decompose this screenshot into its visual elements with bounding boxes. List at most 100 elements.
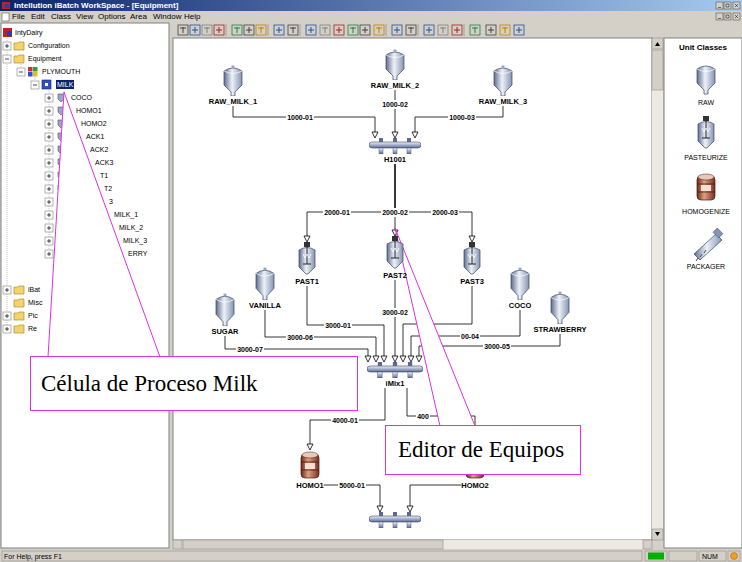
- unit-label: STRAWBERRY: [533, 325, 586, 334]
- status-bar: [2, 551, 740, 561]
- toolbar-button: [190, 25, 200, 35]
- tree-icon: [3, 28, 12, 37]
- equipment-unit: COCO: [509, 266, 532, 310]
- arrow-head: [392, 132, 398, 138]
- equipment-unit: RAW_MILK_3: [479, 64, 527, 106]
- unit-label: VANILLA: [249, 301, 281, 310]
- toolbar-glyph: [276, 27, 282, 33]
- pipe-line: [395, 164, 472, 236]
- process-cell-icon: [42, 80, 51, 89]
- tree-expander: [45, 185, 53, 193]
- tree-expander-sign: [47, 187, 51, 191]
- window-buttons: [716, 2, 740, 20]
- title-bar: [0, 0, 742, 11]
- pipe-connector: [412, 106, 503, 138]
- tree-pane: [1, 23, 169, 548]
- equipment-unit: STRAWBERRY: [533, 290, 586, 334]
- arrow-head: [373, 356, 379, 362]
- tree-expander: [31, 81, 39, 89]
- toolbar-button: [288, 25, 298, 35]
- toolbar-button: [214, 25, 224, 35]
- tree-expander-sign: [47, 135, 51, 139]
- tree-item: T2: [104, 184, 112, 193]
- equipment-unit: PAST2: [383, 236, 407, 280]
- pipe-line: [415, 106, 503, 132]
- unit-label: SUGAR: [211, 327, 238, 336]
- pipe-line: [410, 485, 461, 506]
- toolbar-glyph: [350, 27, 356, 33]
- unit-class-name: RAW: [698, 98, 714, 107]
- area-icon: [33, 72, 38, 77]
- equipment-icon: [369, 512, 421, 528]
- toolbar-button: [320, 25, 330, 35]
- equipment-icon: [509, 266, 531, 300]
- tree-item: ACK2: [90, 145, 108, 154]
- toolbar-button: [486, 25, 496, 35]
- raw-class-icon: [697, 66, 715, 94]
- pipe-connector: [392, 280, 398, 362]
- equipment-icon: [384, 236, 406, 270]
- equipment-unit: RAW_MILK_1: [209, 64, 257, 106]
- equipment-icon: [461, 242, 483, 276]
- toolbar-glyph: [246, 27, 252, 33]
- callout-pointer: [48, 92, 160, 357]
- unit-label: HOMO1: [296, 481, 324, 490]
- equipment-unit: SUGAR: [211, 292, 238, 336]
- arrow-head: [412, 132, 418, 138]
- toolbar-separator: [386, 24, 387, 36]
- tree-expander: [45, 211, 53, 219]
- equipment-unit: RAW_MILK_2: [371, 48, 419, 90]
- folder-icon: [14, 325, 24, 333]
- equipment-icon: [492, 64, 514, 96]
- line-number: 2000-03: [431, 208, 459, 217]
- folder-icon: [14, 312, 24, 320]
- pipe-connector: [304, 164, 395, 242]
- toolbar-separator: [300, 24, 301, 36]
- toolbar-button: [424, 25, 434, 35]
- manifold-unit: iMix1: [367, 362, 423, 388]
- toolbar-glyph: [180, 27, 186, 33]
- pipe-connector: [233, 106, 378, 138]
- line-number: 1000-01: [286, 113, 314, 122]
- tree-item: HOMO2: [81, 119, 107, 128]
- menu-item: Options: [98, 12, 126, 22]
- callout-pointer: [395, 228, 475, 426]
- tree-expander-sign: [5, 314, 9, 318]
- tree-item: Configuration: [28, 41, 70, 50]
- line-number: 3000-07: [236, 345, 264, 354]
- pipe-connector: [392, 90, 398, 138]
- homogenize-class-icon: [697, 174, 715, 200]
- unit-label: RAW_MILK_3: [479, 97, 527, 106]
- line-number: 3000-01: [324, 321, 352, 330]
- pipe-line: [307, 164, 395, 236]
- tree-expander-sign: [47, 239, 51, 243]
- toolbar-button: [360, 25, 370, 35]
- toolbar-button: [232, 25, 242, 35]
- arrow-head: [469, 236, 475, 242]
- tree-item: iBat: [28, 285, 40, 294]
- arrow-head: [377, 506, 383, 512]
- tree-expander: [45, 133, 53, 141]
- arrow-head: [365, 356, 371, 362]
- menu-item: Edit: [31, 12, 45, 22]
- tree-expander-sign: [5, 288, 9, 292]
- tree-item: HOMO1: [76, 106, 102, 115]
- toolbar-button: [392, 25, 402, 35]
- equipment-icon: [367, 362, 423, 378]
- line-number: 1000-02: [381, 100, 409, 109]
- equipment-icon: [299, 450, 321, 480]
- tree-expander-sign: [33, 85, 37, 86]
- toolbar-glyph: [440, 27, 446, 33]
- panel-header: Unit Classes: [679, 43, 727, 53]
- window-title: Intellution iBatch WorkSpace - [Equipmen…: [14, 1, 178, 11]
- tree-expander-sign: [47, 96, 51, 100]
- pasteurize-class-icon: [698, 116, 714, 148]
- menu-item: Help: [184, 12, 200, 22]
- pipe-line: [233, 106, 375, 132]
- equipment-unit: VANILLA: [249, 266, 281, 310]
- callout-text: Célula de Proceso Milk: [41, 371, 258, 397]
- toolbar-glyph: [322, 27, 328, 33]
- tree-expander: [45, 237, 53, 245]
- tree-expander-sign: [47, 161, 51, 165]
